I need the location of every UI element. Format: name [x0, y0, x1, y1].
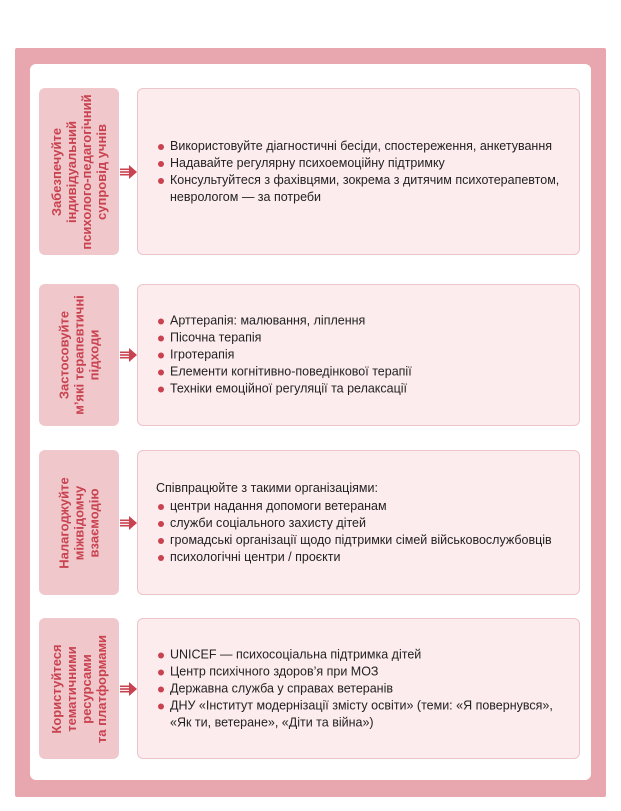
bullet-icon	[158, 537, 164, 544]
list-item: центри надання допомоги ветеранам	[156, 498, 569, 515]
list-item-text: центри надання допомоги ветеранам	[170, 498, 387, 513]
arrow-right-icon	[120, 348, 137, 362]
list-item-text: ДНУ «Інститут модернізації змісту освіти…	[170, 698, 553, 729]
section-content-box: Співпрацюйте з такими організаціями: цент…	[137, 450, 580, 595]
list-item-text: Консультуйтеся з фахівцями, зокрема з ди…	[170, 172, 560, 204]
bullet-icon	[158, 520, 164, 527]
section-title-line: Застосовуйте	[56, 310, 72, 400]
list-item-text: Надавайте регулярну психоемоційну підтри…	[170, 155, 445, 170]
list-item: Арттерапія: малювання, ліплення	[156, 313, 569, 330]
list-item-text: Елементи когнітивно-поведінкової терапії	[170, 364, 412, 379]
list-item: громадські організації щодо підтримки сі…	[156, 532, 569, 549]
list-item: Ігротерапія	[156, 347, 569, 364]
section-intro: Співпрацюйте з такими організаціями:	[156, 480, 378, 495]
section-title-line: психолого-педагогічний	[79, 93, 94, 250]
list-item: Використовуйте діагностичні бесіди, спос…	[156, 138, 569, 155]
list-item: Центр психічного здоров’я при МОЗ	[156, 663, 569, 680]
section-title-line: м’які терапевтичні	[71, 295, 87, 415]
list-item-text: служби соціального захисту дітей	[170, 515, 366, 530]
section-title-line: тематичними	[64, 645, 79, 732]
list-item-text: Державна служба у справах ветеранів	[170, 681, 394, 695]
section-title-line: підходи	[86, 329, 102, 381]
list-item: Пісочна терапія	[156, 330, 569, 347]
list-item-text: UNICEF — психосоціальна підтримка дітей	[170, 647, 422, 661]
list-item-text: громадські організації щодо підтримки сі…	[170, 532, 552, 547]
bullet-icon	[158, 177, 164, 184]
list-item-text: психологічні центри / проєкти	[170, 549, 341, 564]
section-title-line: міжвідомчу	[71, 485, 87, 560]
list-item: ДНУ «Інститут модернізації змісту освіти…	[156, 697, 569, 731]
bullet-icon	[158, 652, 164, 658]
list-item-text: Арттерапія: малювання, ліплення	[170, 313, 366, 328]
bullet-icon	[158, 554, 164, 561]
list-item: Техніки емоційної регуляції та релаксаці…	[156, 381, 569, 398]
bullet-icon	[158, 669, 164, 675]
section-title-line: Налагоджуйте	[56, 476, 72, 569]
section-title-line: індивідуальний	[64, 120, 79, 223]
section-title-line: та платформами	[94, 634, 109, 743]
arrow-right-icon	[120, 681, 137, 696]
list-item-text: Центр психічного здоров’я при МОЗ	[170, 664, 379, 678]
section-title-line: Забезпечуйте	[49, 127, 64, 216]
bullet-icon	[158, 318, 164, 325]
arrow-right-icon	[120, 164, 137, 179]
bullet-list: Використовуйте діагностичні бесіди, спос…	[156, 138, 569, 206]
list-item: психологічні центри / проєкти	[156, 549, 569, 566]
bullet-icon	[158, 352, 164, 359]
section-content-box: Використовуйте діагностичні бесіди, спос…	[137, 88, 580, 255]
list-item: Консультуйтеся з фахівцями, зокрема з ди…	[156, 172, 569, 206]
section-title-line: ресурсами	[79, 653, 94, 724]
bullet-icon	[158, 703, 164, 709]
list-item-text: Ігротерапія	[170, 347, 235, 362]
list-item: UNICEF — психосоціальна підтримка дітей	[156, 646, 569, 663]
section-title-line: супровід учнів	[94, 123, 109, 220]
section-content: Використовуйте діагностичні бесіди, спос…	[156, 138, 569, 206]
list-item: Державна служба у справах ветеранів	[156, 680, 569, 697]
bullet-icon	[158, 160, 164, 167]
bullet-icon	[158, 369, 164, 376]
section-content: Співпрацюйте з такими організаціями: цент…	[156, 480, 569, 566]
list-item-text: Техніки емоційної регуляції та релаксаці…	[170, 381, 408, 396]
list-item: служби соціального захисту дітей	[156, 515, 569, 532]
bullet-icon	[158, 335, 164, 342]
bullet-icon	[158, 686, 164, 692]
section-title-line: взаємодію	[86, 488, 102, 557]
bullet-icon	[158, 143, 164, 150]
arrow-right-icon	[120, 515, 137, 530]
bullet-list: центри надання допомоги ветеранам служби …	[156, 498, 569, 566]
list-item: Елементи когнітивно-поведінкової терапії	[156, 364, 569, 381]
bullet-icon	[158, 386, 164, 393]
section-title-line: Користуйтеся	[49, 643, 64, 734]
list-item-text: Пісочна терапія	[170, 330, 262, 345]
list-item: Надавайте регулярну психоемоційну підтри…	[156, 155, 569, 172]
bullet-icon	[158, 503, 164, 510]
list-item-text: Використовуйте діагностичні бесіди, спос…	[170, 138, 552, 153]
